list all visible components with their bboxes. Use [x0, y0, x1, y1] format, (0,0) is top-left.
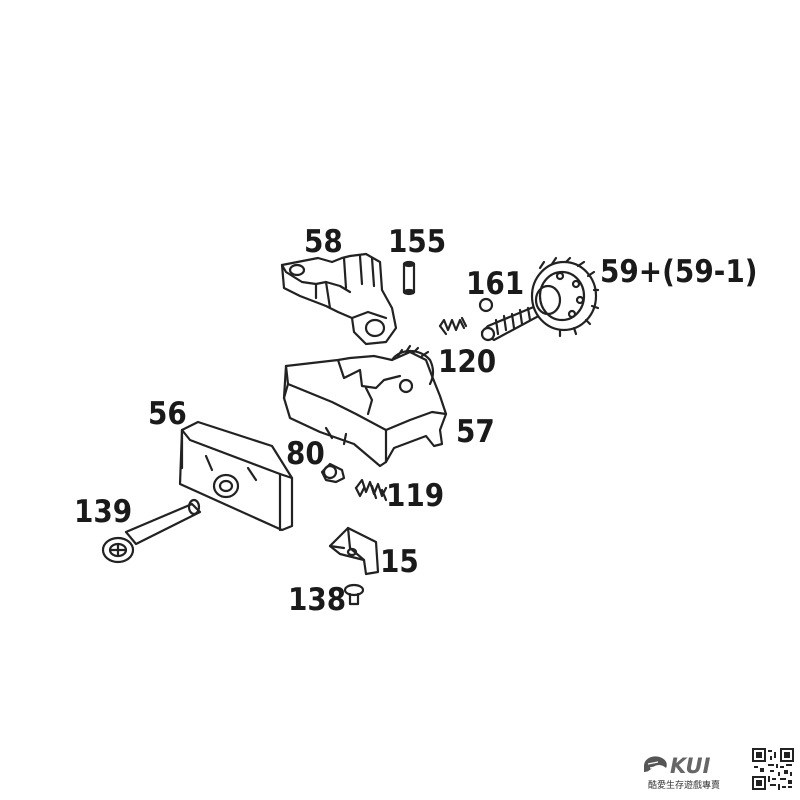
label-138: 138 [288, 582, 346, 618]
part-59-drawing [480, 256, 600, 342]
label-15: 15 [380, 544, 419, 580]
part-119-drawing [354, 478, 388, 502]
part-58-drawing [280, 252, 398, 346]
label-119: 119 [386, 478, 444, 514]
qr-code-icon [752, 748, 794, 790]
brand-tagline: 酷愛生存遊戲專賣 [648, 781, 721, 791]
label-57: 57 [456, 414, 495, 450]
label-120: 120 [438, 344, 496, 380]
label-59: 59+(59-1) [600, 254, 757, 290]
brand-logo: KUI [644, 754, 711, 778]
brand-logo-text: KUI [670, 754, 711, 778]
label-58: 58 [304, 224, 343, 260]
label-80: 80 [286, 436, 325, 472]
part-80-drawing [320, 462, 346, 484]
label-161: 161 [466, 266, 524, 302]
part-15-drawing [328, 526, 380, 576]
brand-watermark: KUI 酷愛生存遊戲專賣 [640, 752, 750, 792]
part-161-drawing [478, 297, 494, 313]
part-139-drawing [101, 498, 202, 564]
part-56-drawing [178, 420, 294, 532]
label-139: 139 [74, 494, 132, 530]
part-155-drawing [402, 260, 416, 296]
label-56: 56 [148, 396, 187, 432]
part-57-drawing [282, 344, 448, 468]
label-155: 155 [388, 224, 446, 260]
part-120-drawing [438, 316, 468, 336]
part-138-drawing [343, 583, 365, 606]
